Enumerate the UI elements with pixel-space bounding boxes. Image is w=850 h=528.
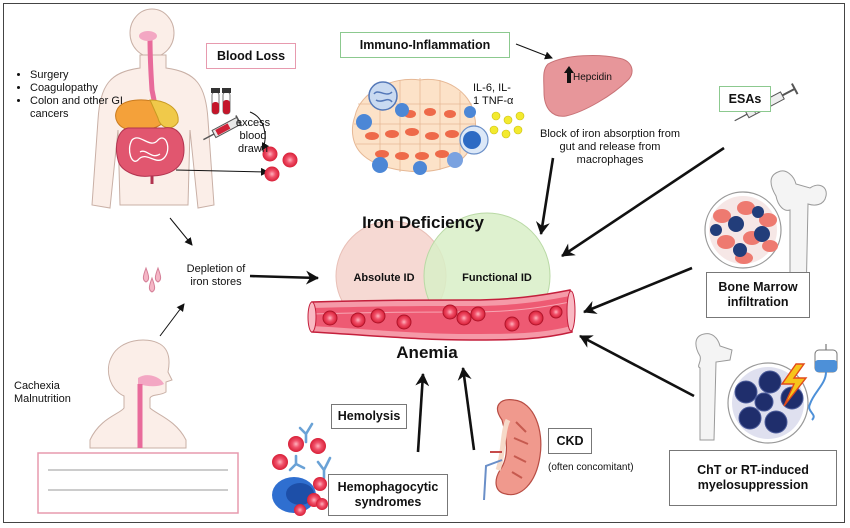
blood-tube-icon [211, 88, 231, 115]
up-arrow-icon [564, 66, 574, 83]
absolute-id-label: Absolute ID [353, 272, 415, 284]
antibody-icon [288, 422, 332, 480]
blood-drawn-arrow [249, 111, 270, 151]
esas-box: ESAs [719, 86, 771, 112]
lightning-icon [780, 363, 808, 407]
gi-loss-arrow [175, 167, 269, 176]
empty-label-box [37, 452, 239, 514]
immuno-inflammation-box: Immuno-Inflammation [340, 32, 510, 58]
marrow-to-anemia-arrow [583, 266, 693, 314]
hepcidin-to-anemia-arrow [535, 157, 555, 235]
hepcidin-label: Hepcidin [573, 72, 612, 83]
stomach-icon [115, 99, 179, 131]
chemo-title: ChT or RT-induced myelosuppression [697, 463, 809, 492]
chemo-box: ChT or RT-induced myelosuppression [669, 450, 837, 506]
figure-frame [3, 3, 845, 523]
iv-bag-icon [808, 344, 838, 421]
marrow-cells-icon [704, 191, 782, 269]
bloodloss-to-depletion-arrow [169, 217, 193, 246]
head-profile-icon [89, 339, 187, 449]
kidney-icon [483, 399, 542, 501]
excess-blood-drawn-label: excess blood drawn [235, 117, 271, 155]
functional-id-label: Functional ID [462, 272, 532, 284]
hemolysis-box: Hemolysis [331, 404, 407, 429]
bone-marrow-title: Bone Marrow infiltration [718, 280, 798, 309]
iron-deficiency-title: Iron Deficiency [362, 213, 484, 232]
ckd-title: CKD [556, 433, 584, 448]
depletion-label: Depletion of iron stores [186, 263, 246, 288]
ckd-box: CKD [548, 428, 592, 454]
intestine-icon [115, 127, 185, 184]
esas-title: ESAs [728, 91, 762, 106]
red-blood-cell-icon [272, 436, 326, 470]
inflamed-tissue-icon [351, 78, 489, 175]
red-blood-cell-icon [322, 304, 563, 332]
ckd-to-anemia-arrow [457, 367, 476, 451]
esas-to-anemia-arrow [561, 146, 725, 258]
hepcidin-effect-label: Block of iron absorption from gut and re… [539, 128, 680, 166]
depletion-to-anemia-arrow [249, 270, 319, 285]
blood-loss-title: Blood Loss [216, 48, 286, 63]
bone-icon [770, 170, 827, 301]
cytokine-dots-icon [489, 111, 525, 139]
hemolysis-to-anemia-arrow [415, 373, 430, 453]
red-blood-cell-icon [262, 146, 298, 182]
cytokines-label: IL-6, IL-1 TNF-α [473, 82, 514, 107]
macrophage-icon [272, 477, 328, 516]
cause-item: Surgery [30, 69, 138, 82]
anemia-title: Anemia [396, 343, 458, 362]
ckd-note: (often concomitant) [548, 462, 634, 473]
iron-drops-icon [142, 266, 162, 293]
cause-item: Coagulopathy [30, 82, 138, 95]
mouth-cavity-icon [139, 31, 157, 41]
blood-loss-box: Blood Loss [206, 43, 296, 69]
syringe-icon [203, 115, 243, 141]
hemophagocytic-box: Hemophagocytic syndromes [328, 474, 448, 516]
immuno-inflammation-title: Immuno-Inflammation [359, 37, 491, 52]
cause-item: Colon and other GI cancers [30, 95, 138, 121]
liver-icon [543, 55, 633, 117]
hemolysis-title: Hemolysis [337, 409, 401, 423]
bone-icon [695, 333, 733, 441]
blood-loss-causes: Surgery Coagulopathy Colon and other GI … [18, 69, 138, 121]
chemo-to-anemia-arrow [579, 334, 695, 398]
cachexia-to-depletion-arrow [159, 303, 185, 337]
bone-marrow-box: Bone Marrow infiltration [706, 272, 810, 318]
immuno-to-hepcidin-arrow [515, 43, 553, 60]
hemophagocytic-title: Hemophagocytic syndromes [337, 480, 439, 509]
esophagus-icon [147, 35, 157, 103]
cachexia-label: Cachexia Malnutrition [14, 380, 71, 405]
